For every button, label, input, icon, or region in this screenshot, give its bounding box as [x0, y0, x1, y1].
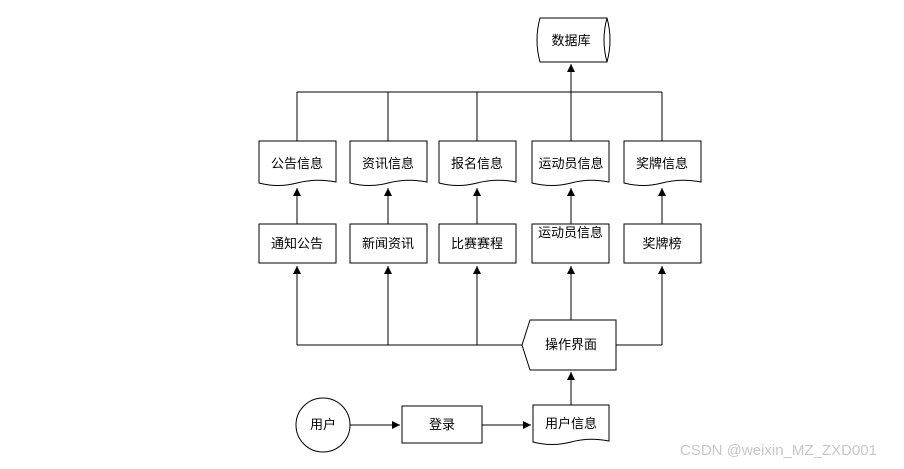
module-box-news: 新闻资讯	[349, 223, 428, 264]
module-box-schedule: 比赛赛程	[438, 223, 517, 264]
module-box-athlete: 运动员信息	[531, 223, 610, 264]
database-node: 数据库	[536, 17, 611, 63]
module-label: 运动员信息	[537, 226, 603, 241]
store-node-signup-info: 报名信息	[438, 140, 517, 186]
module-label: 新闻资讯	[362, 236, 414, 252]
user-info-node: 用户信息	[532, 404, 610, 445]
user-node: 用户	[295, 397, 351, 453]
operation-interface-node: 操作界面	[521, 319, 617, 371]
module-box-notice: 通知公告	[258, 223, 337, 264]
user-info-label: 用户信息	[545, 416, 597, 432]
module-label: 奖牌榜	[642, 236, 681, 252]
login-label: 登录	[429, 418, 455, 433]
user-label: 用户	[310, 417, 336, 433]
database-label: 数据库	[551, 33, 590, 49]
module-box-medal-board: 奖牌榜	[623, 223, 702, 264]
store-to-database-connectors	[296, 64, 663, 141]
module-label: 通知公告	[271, 236, 323, 252]
interface-label: 操作界面	[545, 337, 597, 353]
store-label: 资讯信息	[362, 156, 414, 172]
store-node-news-info: 资讯信息	[349, 140, 428, 186]
store-label: 报名信息	[451, 156, 503, 172]
store-label: 运动员信息	[538, 156, 603, 172]
interface-to-module-connectors	[293, 266, 666, 346]
module-to-store-arrows	[293, 188, 666, 224]
store-node-medal-info: 奖牌信息	[623, 140, 702, 186]
module-label: 比赛赛程	[451, 236, 503, 252]
store-label: 公告信息	[271, 156, 323, 172]
watermark-text: CSDN @weixin_MZ_ZXD001	[680, 442, 877, 459]
store-label: 奖牌信息	[636, 156, 688, 172]
login-box: 登录	[401, 405, 483, 444]
store-node-notice-info: 公告信息	[258, 140, 337, 186]
store-node-athlete-info: 运动员信息	[531, 140, 610, 186]
